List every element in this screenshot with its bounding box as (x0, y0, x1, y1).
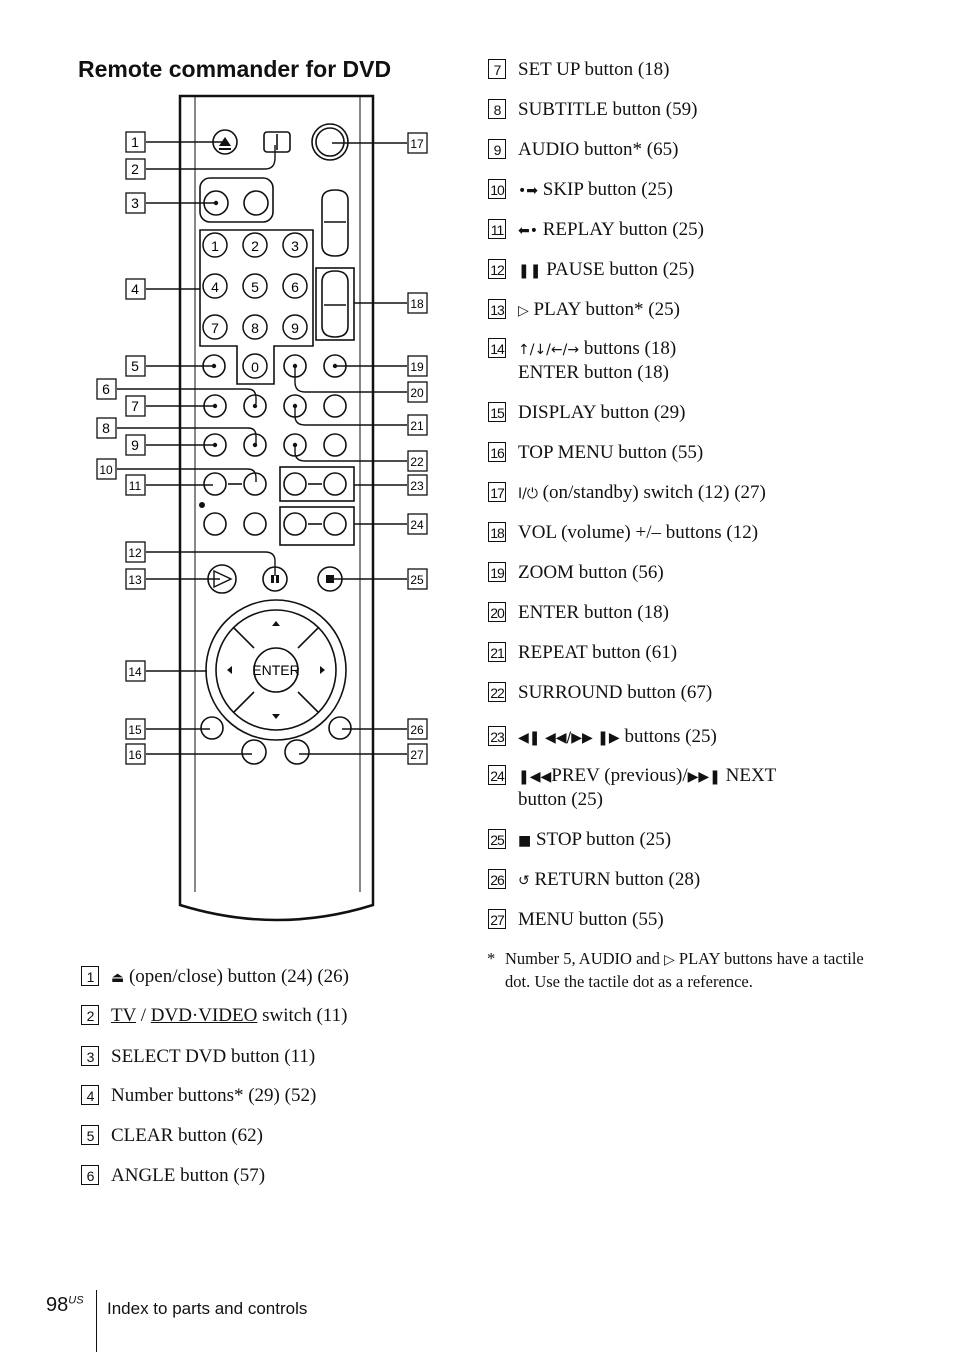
callout-23: 23 (410, 479, 424, 493)
callout-21: 21 (410, 419, 424, 433)
callout-14: 14 (128, 665, 142, 679)
arrow-keys-icon: ↑/↓/←/→ (518, 342, 580, 358)
section-title: Index to parts and controls (107, 1299, 308, 1318)
pause-icon: ❚❚ (518, 263, 542, 279)
callout-4: 4 (131, 281, 139, 297)
enter-label: ENTER (252, 662, 299, 678)
keypad-digit: 8 (251, 320, 259, 336)
legend-item-25: 25■ STOP button (25) (488, 828, 671, 853)
keypad-digit: 4 (211, 279, 219, 295)
legend-item-13: 13▷ PLAY button* (25) (488, 298, 680, 323)
page-number: 98US (46, 1294, 84, 1316)
next-icon: ▶▶❚ (687, 769, 721, 785)
keypad-digit: 6 (291, 279, 299, 295)
callout-9: 9 (131, 437, 139, 453)
callout-13: 13 (128, 573, 142, 587)
callout-17: 17 (410, 137, 424, 151)
legend-item-26: 26↺ RETURN button (28) (488, 868, 700, 893)
callout-24: 24 (410, 518, 424, 532)
return-icon: ↺ (518, 873, 530, 889)
callout-15: 15 (128, 723, 142, 737)
callout-3: 3 (131, 195, 139, 211)
page-title: Remote commander for DVD (78, 56, 392, 82)
keypad-digit: 3 (291, 238, 299, 254)
callout-22: 22 (410, 455, 424, 469)
stop-icon: ■ (518, 833, 532, 849)
legend-item-10: 10•➡ SKIP button (25) (488, 178, 673, 203)
callout-2: 2 (131, 161, 139, 177)
legend-item-12: 12❚❚ PAUSE button (25) (488, 258, 694, 283)
play-icon: ▷ (664, 952, 675, 968)
play-icon: ▷ (518, 303, 529, 319)
keypad-digit: 9 (291, 320, 299, 336)
footer-divider (96, 1290, 97, 1352)
callout-25: 25 (410, 573, 424, 587)
legend-item-23: 23◀❚ ◀◀/▶▶ ❚▶ buttons (25) (488, 725, 717, 750)
remote-diagram: ENTER 1 2 3 4 5 6 7 8 9 0 (96, 94, 428, 922)
callout-27: 27 (410, 748, 424, 762)
keypad-digit: 7 (211, 320, 219, 336)
callout-7: 7 (131, 398, 139, 414)
legend-item-14: 14↑/↓/←/→ buttons (18) (488, 337, 676, 362)
keypad-digit: 0 (251, 359, 259, 375)
callout-8: 8 (102, 420, 110, 436)
replay-icon: ⬅• (518, 223, 538, 239)
legend-item-14-line2: ENTER button (18) (518, 362, 669, 383)
legend-item-11: 11⬅• REPLAY button (25) (488, 218, 704, 243)
callout-10: 10 (99, 463, 113, 477)
legend-item-24-line2: button (25) (518, 789, 603, 810)
eject-icon: ⏏ (111, 970, 125, 986)
callout-16: 16 (128, 748, 142, 762)
callout-5: 5 (131, 358, 139, 374)
prev-icon: ❚◀◀ (518, 769, 552, 785)
callout-1: 1 (131, 134, 139, 150)
keypad-digit: 5 (251, 279, 259, 295)
keypad-digit: 2 (251, 238, 259, 254)
callout-18: 18 (410, 297, 424, 311)
callout-20: 20 (410, 386, 424, 400)
skip-icon: •➡ (518, 183, 538, 199)
legend-item-24: 24❚◀◀PREV (previous)/▶▶❚ NEXT (488, 764, 776, 789)
keypad-digit: 1 (211, 238, 219, 254)
callout-11: 11 (129, 479, 142, 493)
legend-item-1: 1⏏ (open/close) button (24) (26) (81, 965, 349, 990)
callout-19: 19 (410, 360, 424, 374)
callout-26: 26 (410, 723, 424, 737)
callout-12: 12 (128, 546, 142, 560)
scan-icon: ◀❚ ◀◀/▶▶ ❚▶ (518, 730, 620, 746)
callout-6: 6 (102, 381, 110, 397)
power-icon: I/⏻ (518, 486, 538, 502)
